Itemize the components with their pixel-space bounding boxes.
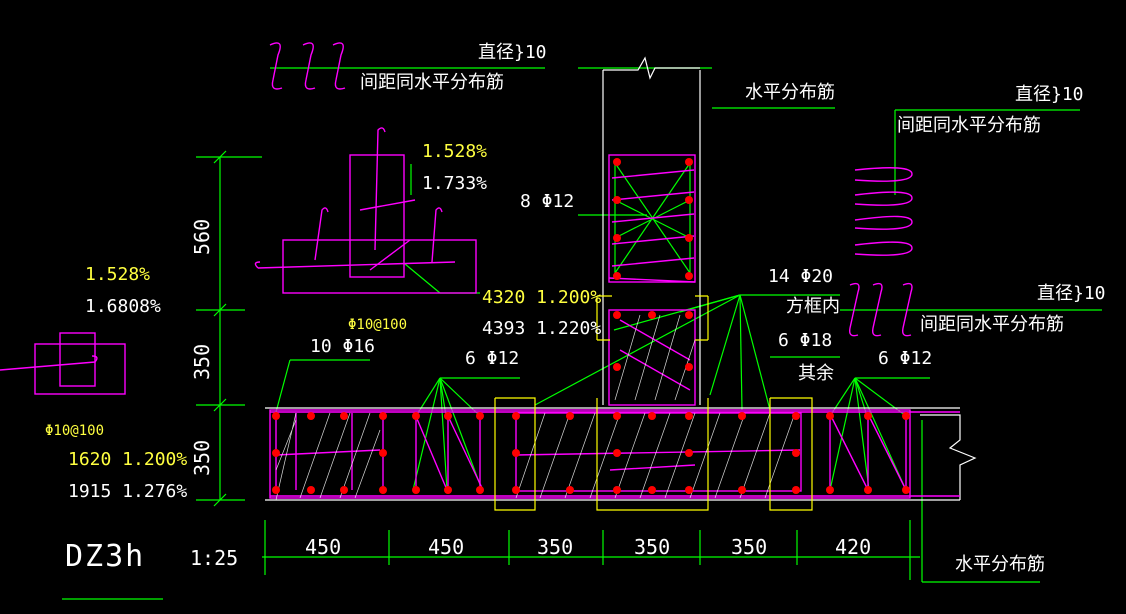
ratio-top-white: 1.733% <box>422 173 488 194</box>
ratio-bottom-yellow: 1620 1.200% <box>68 449 188 470</box>
ratio-top-yellow: 1.528% <box>422 141 488 162</box>
label-stirrup-2: Φ10@100 <box>45 423 105 439</box>
label-bars-column: 8 Φ12 <box>520 191 575 212</box>
label-horizontal-bar-top: 水平分布筋 <box>745 82 835 103</box>
dim-h-1: 450 <box>305 535 342 559</box>
label-stirrup-1: Φ10@100 <box>348 317 408 333</box>
dim-h-5: 350 <box>731 535 768 559</box>
concrete-hatch <box>275 314 796 501</box>
label-bars-18: 6 Φ18 <box>778 330 833 351</box>
label-horizontal-bar-bottom: 水平分布筋 <box>955 554 1045 575</box>
dim-v-1: 560 <box>190 218 214 255</box>
label-in-box: 方框内 <box>786 296 840 317</box>
wall-outline <box>265 56 977 501</box>
drawing-scale: 1:25 <box>190 546 239 570</box>
label-bars-left-12: 6 Φ12 <box>465 348 520 369</box>
dim-v-3: 350 <box>190 439 214 476</box>
label-bars-corner: 14 Φ20 <box>768 266 834 287</box>
label-dia-top: 直径}10 <box>478 42 547 63</box>
dim-h-3: 350 <box>537 535 574 559</box>
rebar-dots <box>272 158 910 494</box>
ratio-mid-yellow: 4320 1.200% <box>482 287 602 308</box>
label-spacing-top: 间距同水平分布筋 <box>360 72 504 93</box>
label-rest: 其余 <box>798 363 834 384</box>
label-spacing-right: 间距同水平分布筋 <box>897 115 1041 136</box>
boundary-boxes <box>494 295 813 511</box>
ratio-mid-white: 4393 1.220% <box>482 318 602 339</box>
label-dia-right: 直径}10 <box>1015 84 1084 105</box>
label-bars-right-12: 6 Φ12 <box>878 348 933 369</box>
dim-h-4: 350 <box>634 535 671 559</box>
dim-v-2: 350 <box>190 343 214 380</box>
ratio-bottom-white: 1915 1.276% <box>68 481 188 502</box>
ratio-left-white: 1.6808% <box>85 296 161 317</box>
dim-h-2: 450 <box>428 535 465 559</box>
drawing-title: DZ3h <box>65 539 146 574</box>
label-spacing-mid: 间距同水平分布筋 <box>920 314 1064 335</box>
label-bars-left-16: 10 Φ16 <box>310 336 376 357</box>
ratio-left-yellow: 1.528% <box>85 264 151 285</box>
label-dia-mid: 直径}10 <box>1037 283 1106 304</box>
dim-h-6: 420 <box>835 535 872 559</box>
